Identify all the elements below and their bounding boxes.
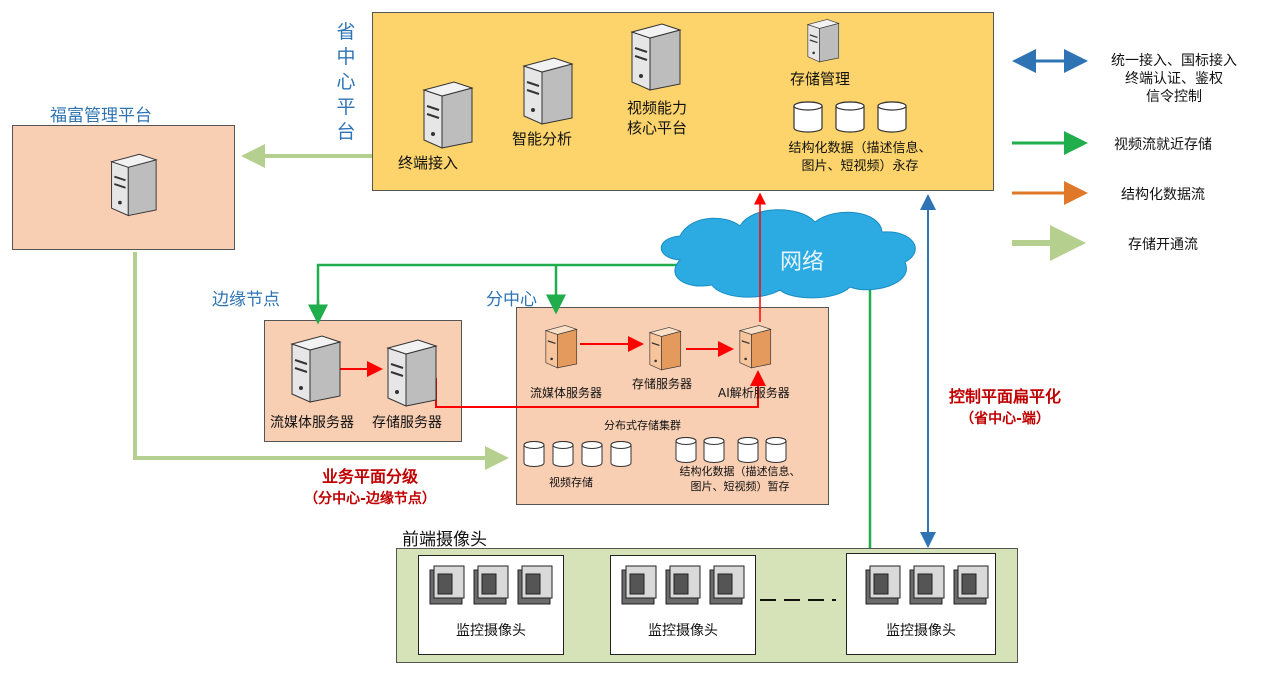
server-icon	[386, 339, 438, 407]
branch-structured-data-label: 结构化数据（描述信息、 图片、短视频）暂存	[679, 465, 801, 493]
server-icon	[544, 325, 578, 369]
camera-group-label: 监控摄像头	[456, 623, 526, 639]
front-cameras-title: 前端摄像头	[402, 530, 487, 550]
branch-center-title: 分中心	[486, 290, 537, 310]
province-center-title: 省 中 心 平 台	[336, 21, 356, 143]
camera-group-label: 监控摄像头	[886, 623, 956, 639]
disk-storage-icons	[675, 437, 725, 463]
storage-provision-arrow-to-branch	[133, 252, 509, 470]
camera-icons	[865, 565, 989, 605]
branch-streaming-server-label: 流媒体服务器	[530, 386, 603, 400]
server-icon	[522, 57, 574, 125]
storage-mgmt-label: 存储管理	[790, 70, 851, 88]
terminal-access-label: 终端接入	[398, 154, 459, 172]
video-core-label: 视频能力 核心平台	[626, 99, 687, 137]
server-icon	[738, 325, 772, 369]
business-plane-annotation: 业务平面分级 （分中心-边缘节点）	[304, 467, 436, 507]
edge-node-title: 边缘节点	[212, 290, 280, 310]
server-icon	[422, 81, 474, 149]
edge-storage-server-label: 存储服务器	[372, 415, 442, 431]
server-icon	[290, 335, 342, 403]
province-structured-data-label: 结构化数据（描述信息、 图片、短视频）永存	[788, 141, 932, 174]
control-plane-annotation: 控制平面扁平化 （省中心-端）	[948, 387, 1061, 427]
legend-access-control-text: 统一接入、国标接入 终端认证、鉴权 信令控制	[1111, 53, 1237, 105]
network-cloud	[660, 209, 916, 299]
legend-video-stream-text: 视频流就近存储	[1114, 137, 1212, 153]
disk-storage-icons	[737, 437, 787, 463]
branch-storage-server-label: 存储服务器	[632, 377, 693, 391]
disk-storage-icons	[793, 101, 907, 133]
legend-storage-provision-text: 存储开通流	[1128, 237, 1198, 253]
edge-streaming-server-label: 流媒体服务器	[270, 415, 354, 431]
smart-analysis-label: 智能分析	[512, 130, 573, 148]
branch-ai-server-label: AI解析服务器	[718, 386, 790, 400]
server-icon	[109, 153, 158, 217]
video-stream-line-top	[316, 263, 872, 548]
disk-storage-icons	[523, 441, 632, 467]
camera-icons	[621, 565, 745, 605]
distributed-storage-cluster-label: 分布式存储集群	[604, 419, 681, 432]
server-icon	[630, 23, 682, 91]
video-storage-label: 视频存储	[549, 476, 593, 489]
server-icon	[648, 327, 682, 371]
camera-icons	[429, 565, 553, 605]
camera-group-label: 监控摄像头	[648, 623, 718, 639]
fufu-platform-title: 福富管理平台	[50, 106, 152, 126]
server-icon	[806, 19, 840, 63]
network-label: 网络	[780, 250, 825, 275]
legend-structured-data-text: 结构化数据流	[1121, 187, 1205, 203]
